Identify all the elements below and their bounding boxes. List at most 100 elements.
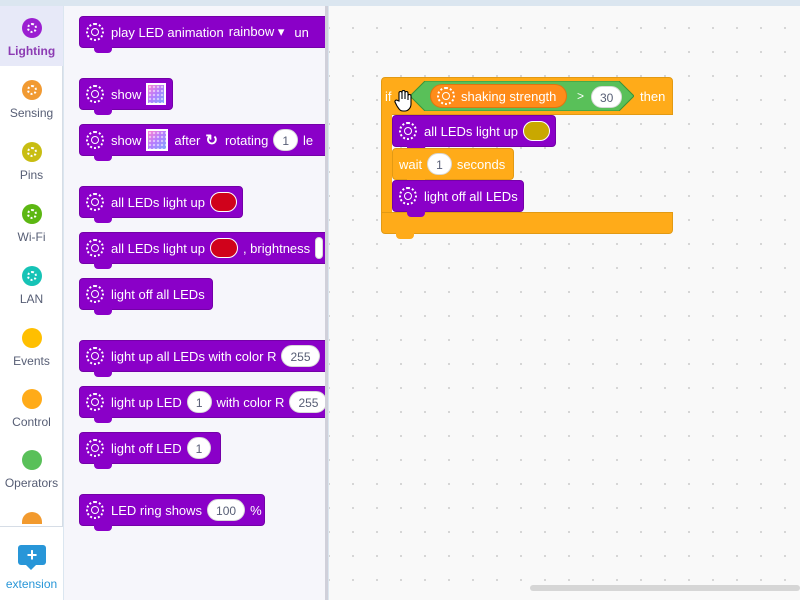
block-text: light off all LEDs	[424, 188, 518, 204]
category-pins[interactable]: Pins	[0, 130, 63, 190]
category-sidebar: Lighting Sensing Pins Wi-Fi LAN Events C…	[0, 6, 63, 600]
red-value-input[interactable]: 255	[281, 345, 320, 367]
control-icon	[22, 389, 42, 409]
block-text: light off LED	[111, 440, 182, 456]
block-text: light off all LEDs	[111, 286, 205, 302]
animation-dropdown[interactable]: rainbow ▾	[228, 24, 285, 39]
if-then-block-arm	[381, 114, 392, 214]
operators-icon	[22, 450, 42, 470]
block-light-up-led-rgb[interactable]: light up LED 1 with color R 255	[79, 386, 328, 423]
block-text: all LEDs light up	[424, 123, 518, 139]
led-gear-icon	[86, 85, 104, 103]
brightness-input[interactable]	[315, 237, 324, 259]
category-label: Operators	[4, 476, 59, 490]
led-matrix-picker[interactable]	[146, 129, 169, 151]
block-show-after-rotating[interactable]: show after ↻ rotating 1 le	[79, 124, 328, 161]
led-matrix-picker[interactable]	[146, 83, 166, 105]
block-text: un	[294, 24, 309, 40]
block-text: seconds	[456, 156, 506, 172]
block-play-led-animation[interactable]: play LED animation rainbow ▾ un	[79, 16, 328, 53]
category-label: Sensing	[9, 106, 54, 120]
block-text: play LED animation	[111, 24, 224, 40]
shaking-strength-reporter[interactable]: shaking strength	[430, 84, 568, 108]
red-value-input[interactable]: 255	[289, 391, 328, 413]
block-show[interactable]: show	[79, 78, 173, 115]
block-text: %	[250, 502, 262, 518]
palette-scrollbar[interactable]	[325, 6, 328, 600]
block-all-leds-brightness[interactable]: all LEDs light up , brightness	[79, 232, 328, 269]
operator-symbol: >	[577, 89, 585, 103]
extension-button[interactable]: + extension	[0, 526, 63, 600]
category-wifi[interactable]: Wi-Fi	[0, 192, 63, 252]
led-number-input[interactable]: 1	[186, 391, 212, 413]
block-text: le	[303, 132, 314, 148]
led-gear-icon	[86, 285, 104, 303]
category-label: Events	[13, 354, 50, 368]
wifi-icon	[22, 204, 42, 224]
rotate-clockwise-icon: ↻	[205, 132, 218, 149]
color-picker[interactable]	[522, 121, 550, 141]
color-picker[interactable]	[209, 238, 238, 258]
events-icon	[22, 328, 42, 348]
reporter-text: shaking strength	[461, 88, 557, 104]
led-gear-icon	[86, 23, 104, 41]
percent-input[interactable]: 100	[207, 499, 246, 521]
led-gear-icon	[399, 122, 417, 140]
block-text: light up LED	[111, 394, 182, 410]
plus-icon: +	[18, 545, 46, 570]
block-light-off-led[interactable]: light off LED 1	[79, 432, 221, 469]
led-gear-icon	[86, 193, 104, 211]
category-label: Wi-Fi	[17, 230, 46, 244]
category-operators[interactable]: Operators	[0, 438, 63, 498]
block-text: all LEDs light up	[111, 194, 205, 210]
block-palette: play LED animation rainbow ▾ un show sho…	[64, 6, 328, 600]
wait-seconds-input[interactable]: 1	[427, 153, 452, 175]
rotation-steps-input[interactable]: 1	[273, 129, 299, 151]
category-label: Lighting	[7, 44, 56, 58]
category-control[interactable]: Control	[0, 377, 63, 437]
lighting-icon	[22, 18, 42, 38]
block-text: after	[174, 132, 201, 148]
block-all-leds-light-up-script[interactable]: all LEDs light up	[392, 115, 556, 152]
block-light-up-all-rgb[interactable]: light up all LEDs with color R 255	[79, 340, 328, 377]
block-text: light up all LEDs with color R	[111, 348, 277, 364]
variables-icon-partial[interactable]	[22, 512, 42, 524]
led-number-input[interactable]: 1	[186, 437, 212, 459]
block-text: show	[111, 132, 142, 148]
category-sensing[interactable]: Sensing	[0, 68, 63, 128]
block-led-ring-shows[interactable]: LED ring shows 100 %	[79, 494, 265, 531]
then-label: then	[640, 89, 666, 104]
category-events[interactable]: Events	[0, 316, 63, 376]
block-text: all LEDs light up	[111, 240, 205, 256]
block-wait-seconds[interactable]: wait 1 seconds	[392, 148, 514, 185]
block-text: show	[111, 86, 142, 102]
category-label: Pins	[19, 168, 44, 182]
led-gear-icon	[86, 131, 104, 149]
category-lighting[interactable]: Lighting	[0, 6, 63, 66]
category-lan[interactable]: LAN	[0, 254, 63, 314]
pins-icon	[22, 142, 42, 162]
category-label: LAN	[19, 292, 44, 306]
if-then-block-bottom[interactable]	[381, 212, 673, 239]
workspace-horizontal-scrollbar[interactable]	[530, 585, 800, 591]
block-light-off-all-leds-script[interactable]: light off all LEDs	[392, 180, 524, 217]
block-text: wait	[399, 156, 423, 172]
led-gear-icon	[86, 347, 104, 365]
led-gear-icon	[399, 187, 417, 205]
block-text: , brightness	[242, 240, 311, 256]
extension-label: extension	[5, 577, 58, 591]
category-label: Control	[12, 415, 51, 429]
color-picker[interactable]	[209, 192, 237, 212]
sensing-icon	[22, 80, 42, 100]
led-gear-icon	[86, 239, 104, 257]
sensor-gear-icon	[437, 87, 455, 105]
block-text: LED ring shows	[111, 502, 203, 518]
block-light-off-all-leds[interactable]: light off all LEDs	[79, 278, 213, 315]
block-all-leds-light-up[interactable]: all LEDs light up	[79, 186, 243, 223]
block-text: rotating	[224, 132, 269, 148]
led-gear-icon	[86, 439, 104, 457]
threshold-input[interactable]: 30	[591, 86, 623, 108]
led-gear-icon	[86, 501, 104, 519]
hand-cursor-icon	[394, 90, 412, 112]
if-label: if	[385, 89, 392, 104]
